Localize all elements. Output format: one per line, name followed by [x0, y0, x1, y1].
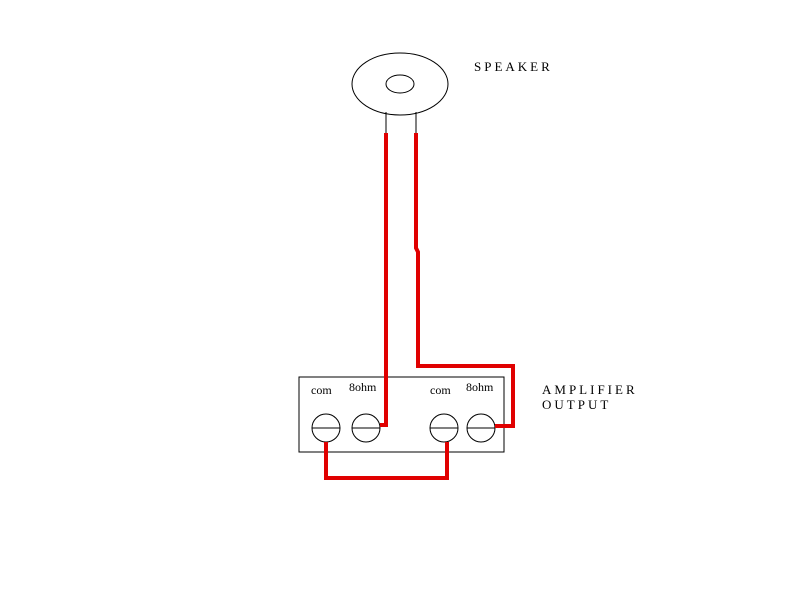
speaker-label: SPEAKER [474, 59, 553, 74]
terminal-label-8ohm-1: 8ohm [349, 380, 377, 394]
wire-speaker-left-to-8ohm-1 [380, 133, 388, 427]
terminal-screw-8ohm-2 [466, 413, 496, 443]
terminal-label-com-1: com [311, 383, 332, 397]
speaker-dust-cap [385, 74, 415, 94]
terminal-screw-com-2 [429, 413, 459, 443]
wire-speaker-right-to-8ohm-2 [414, 133, 515, 428]
terminal-label-com-2: com [430, 383, 451, 397]
terminal-screw-8ohm-1 [351, 413, 381, 443]
amplifier-label-line1: AMPLIFIER [542, 382, 638, 397]
terminal-label-8ohm-2: 8ohm [466, 380, 494, 394]
terminal-screw-com-1 [311, 413, 341, 443]
wire-com-jumper [324, 442, 449, 480]
amplifier-label-line2: OUTPUT [542, 397, 612, 412]
